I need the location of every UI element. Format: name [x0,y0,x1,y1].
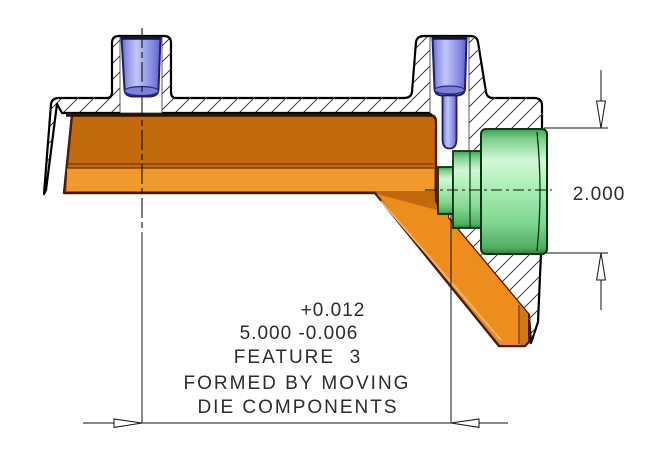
note-line-1[interactable]: FEATURE 3 [234,347,362,368]
green-cylinder-large[interactable] [480,128,548,255]
width-dimension[interactable] [83,213,508,428]
note-line-3[interactable]: DIE COMPONENTS [197,397,398,418]
orange-part-lower-band [67,168,434,191]
height-dimension[interactable] [543,70,608,310]
arrow-down-pointing [596,100,606,129]
orange-wedge-highlight [380,200,502,341]
orange-wedge-face [377,194,528,345]
arrow-up-pointing [596,252,606,281]
height-dimension-text[interactable]: 2.000 [573,184,626,205]
centerlines [141,28,552,232]
die-body-outline[interactable] [42,34,544,345]
orange-wedge-right-facet [519,304,528,345]
dimension-arrow-left-pointing [450,418,480,428]
dimension-arrow-right-pointing [113,418,143,428]
right-guide-pin[interactable] [431,37,468,150]
orange-molded-part[interactable] [62,113,531,348]
tolerance-plus-text[interactable]: +0.012 [301,300,366,321]
width-dimension-text[interactable]: +0.012 5.000 -0.006 FEATURE 3 FORMED BY … [184,300,411,418]
green-cylinder-silhouette [536,131,541,252]
left-guide-pin[interactable] [120,37,162,98]
note-line-2[interactable]: FORMED BY MOVING [184,373,411,394]
dimension-value-text[interactable]: 5.000 -0.006 [240,323,359,344]
right-pin-tip[interactable] [441,94,458,150]
right-pin-shoulder-face [433,85,466,95]
